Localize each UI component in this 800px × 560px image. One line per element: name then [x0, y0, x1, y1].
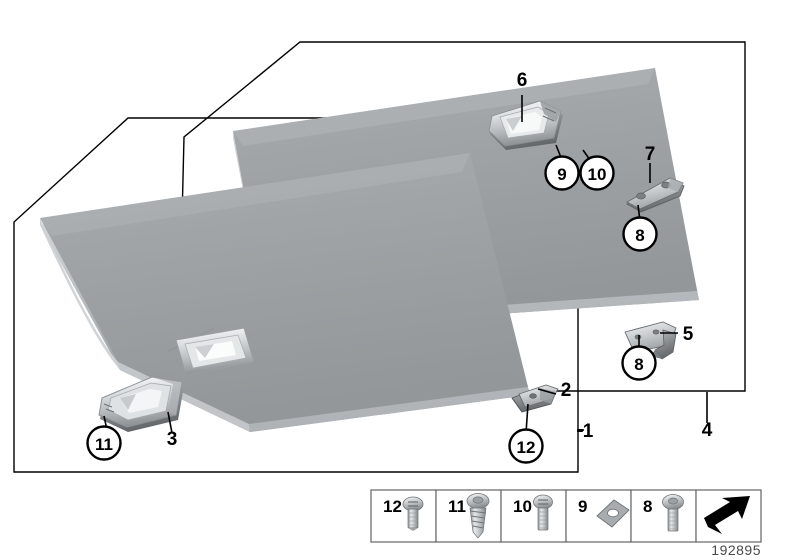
- circled-callout-9-label: 9: [557, 165, 566, 184]
- legend-cell-12: [370, 489, 437, 543]
- circled-callout-9: 9: [544, 155, 580, 191]
- callout-1: 1: [583, 421, 594, 442]
- flanged-screw-icon: [662, 494, 684, 532]
- legend-number-8: 8: [643, 497, 652, 516]
- callout-4: 4: [702, 420, 713, 441]
- circled-callout-10: 10: [579, 155, 615, 191]
- pan-head-screw-icon: [402, 496, 424, 531]
- circled-callout-10-label: 10: [588, 165, 607, 184]
- handle-assembly-6: [488, 100, 563, 150]
- handle-cover-3: [98, 376, 184, 432]
- catch-bracket-5: [624, 321, 677, 360]
- drawing-part-number: 192895: [711, 542, 761, 558]
- legend-strip: 12 11 10 9 8: [370, 489, 762, 543]
- lower-panel: [40, 153, 530, 432]
- circled-callout-12-label: 12: [517, 438, 536, 457]
- callout-7: 7: [645, 144, 656, 165]
- callout-3: 3: [167, 429, 178, 450]
- circled-callout-8-lower: 8: [621, 345, 657, 381]
- circled-callout-8-lower-label: 8: [634, 355, 643, 374]
- self-tapping-screw-icon: [466, 493, 490, 539]
- pan-head-bolt-icon: [533, 494, 553, 531]
- legend-cell-10: [500, 489, 567, 543]
- circled-callout-8-upper: 8: [622, 216, 658, 252]
- clip-bracket-2: [511, 384, 559, 413]
- circled-callout-11-label: 11: [95, 435, 113, 454]
- legend-number-11: 11: [448, 497, 466, 516]
- callout-labels: 1 2 3 4 5 6 7: [167, 70, 713, 450]
- legend-number-9: 9: [578, 497, 587, 516]
- legend-cell-8: [630, 489, 697, 543]
- callout-5: 5: [683, 324, 694, 345]
- callout-2: 2: [561, 380, 572, 401]
- lower-panel-grip: [175, 327, 255, 376]
- zigzag-arrow-icon: [704, 496, 750, 534]
- legend-number-12: 12: [383, 497, 402, 516]
- square-washer-plate-icon: [596, 499, 630, 528]
- circled-callouts: 9 10 8 8 11 12: [86, 155, 658, 464]
- legend-number-10: 10: [513, 497, 532, 516]
- circled-callout-12: 12: [508, 428, 544, 464]
- circled-callout-11: 11: [86, 425, 122, 461]
- circled-callout-8-upper-label: 8: [635, 226, 644, 245]
- callout-6: 6: [517, 70, 528, 91]
